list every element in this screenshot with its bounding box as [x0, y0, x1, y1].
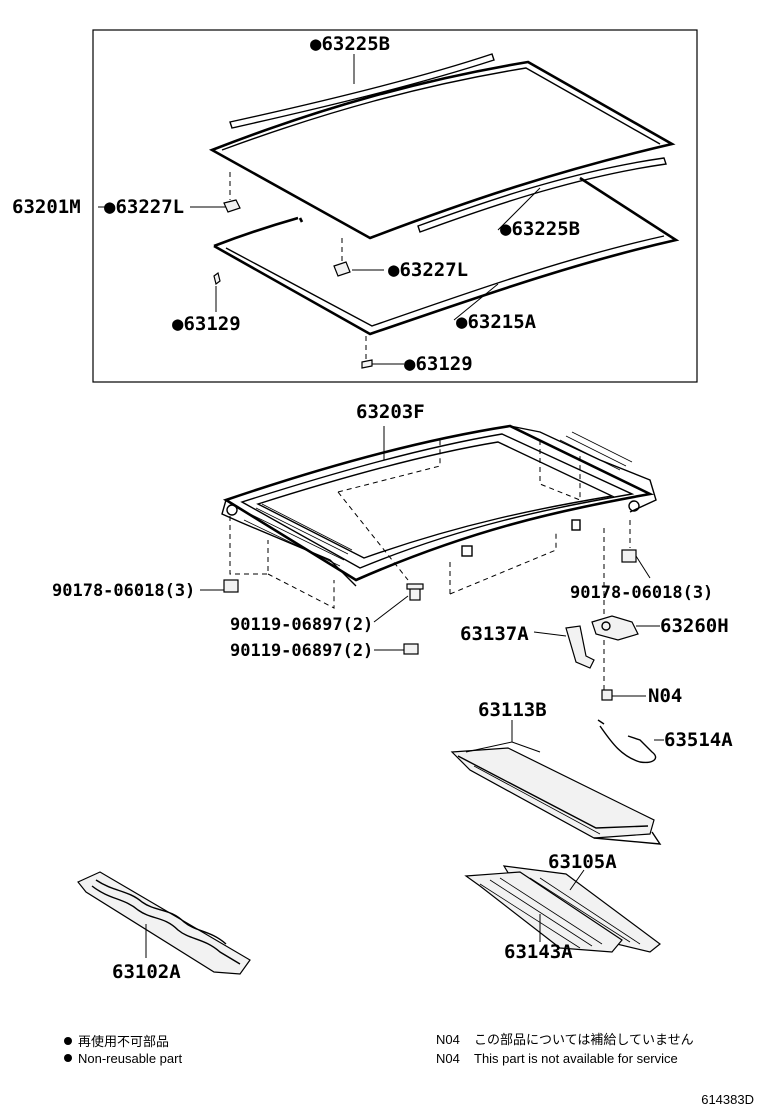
- spacer-63129-a: [213, 271, 221, 286]
- nut-90178-a: [223, 579, 239, 593]
- label-63137a: 63137A: [460, 623, 529, 645]
- label-63225b-top: ●63225B: [310, 33, 390, 55]
- glass-assembly-box: [92, 29, 698, 383]
- rail-63143a: [464, 871, 623, 953]
- clip-n04: [601, 689, 613, 701]
- label-63201m: 63201M: [12, 196, 81, 218]
- bolt-90119-a: [406, 583, 424, 601]
- label-63129-b: ●63129: [404, 353, 473, 375]
- legend-nonreusable-jp: 再使用不可部品: [78, 1034, 169, 1050]
- label-63215a: ●63215A: [456, 311, 537, 333]
- label-63102a: 63102A: [112, 961, 181, 983]
- clip-63227l-b: [333, 261, 351, 277]
- legend-nonreusable-en: Non-reusable part: [78, 1051, 182, 1066]
- legend-bullet-jp: [64, 1037, 72, 1045]
- spacer-63129-b: [361, 359, 373, 369]
- bracket-63137a: [565, 625, 595, 669]
- reinforcement-63102a: [77, 871, 251, 975]
- label-63203f: 63203F: [356, 401, 425, 423]
- legend-n04-en: This part is not available for service: [474, 1051, 678, 1066]
- weatherstrip-upper: [229, 53, 495, 129]
- sunshade-63113b: [450, 747, 662, 845]
- label-90178-b: 90178-06018(3): [570, 583, 713, 603]
- label-n04: N04: [648, 685, 682, 707]
- label-63227l-b: ●63227L: [388, 259, 468, 281]
- label-63105a: 63105A: [548, 851, 617, 873]
- bolt-90119-b: [403, 643, 419, 655]
- label-90119-a: 90119-06897(2): [230, 615, 373, 635]
- legend-bullet-en: [64, 1054, 72, 1062]
- harness-63514a: [597, 719, 657, 764]
- motor-63260h: [591, 615, 639, 641]
- label-63143a: 63143A: [504, 941, 573, 963]
- label-63129-a: ●63129: [172, 313, 241, 335]
- label-90178-a: 90178-06018(3): [52, 581, 195, 601]
- label-63514a: 63514A: [664, 729, 733, 751]
- sunroof-housing-frame: [221, 424, 657, 587]
- label-63225b-b: ●63225B: [500, 218, 580, 240]
- label-63260h: 63260H: [660, 615, 729, 637]
- glass-panel-upper: [208, 60, 676, 240]
- nut-90178-b: [621, 549, 637, 563]
- label-63227l-a: ●63227L: [104, 196, 184, 218]
- label-90119-b: 90119-06897(2): [230, 641, 373, 661]
- glass-gasket-frame: [213, 176, 680, 336]
- legend-n04-code-en: N04: [436, 1051, 460, 1066]
- weatherstrip-lower: [417, 157, 667, 233]
- legend-n04-code-jp: N04: [436, 1032, 460, 1047]
- legend-n04-jp: この部品については補給していません: [474, 1033, 694, 1048]
- diagram-id: 614383D: [701, 1092, 754, 1107]
- clip-63227l-a: [223, 199, 241, 213]
- label-63113b: 63113B: [478, 699, 547, 721]
